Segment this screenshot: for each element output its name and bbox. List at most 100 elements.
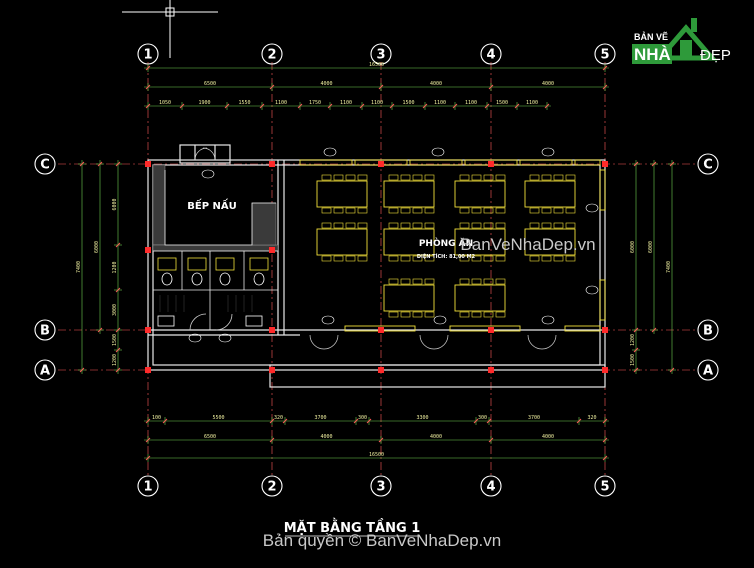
dimension-value: 7400	[76, 261, 82, 273]
grid-bubble-label: 3	[376, 480, 385, 495]
dining-table-set	[524, 222, 576, 262]
grid-bubble: 5	[594, 475, 616, 497]
dimension-value: 1100	[526, 100, 538, 106]
dimension-chain-vertical: 7400	[76, 160, 86, 374]
column-marker	[602, 161, 608, 167]
dimension-value: 6500	[204, 81, 216, 87]
dimension-value: 1200	[630, 334, 636, 346]
grid-bubble: 1	[137, 43, 159, 65]
grid-bubble: A	[34, 359, 56, 381]
dimension-chain-horizontal: 16500	[144, 62, 609, 72]
logo-line1: BẢN VẼ	[634, 31, 668, 42]
dining-tables	[316, 174, 576, 318]
grid-bubble: C	[34, 153, 56, 175]
dimension-value: 6000	[630, 241, 636, 253]
grid-bubble-label: 3	[376, 48, 385, 63]
dining-table-set	[454, 222, 506, 262]
grid-bubble-label: A	[40, 364, 50, 379]
dimension-value: 4000	[320, 81, 332, 87]
cursor-crosshair	[122, 0, 218, 58]
grid-bubble: 2	[261, 43, 283, 65]
exterior-walls	[147, 144, 606, 388]
dimension-value: 5500	[212, 415, 224, 421]
dimension-value: 6500	[204, 434, 216, 440]
dimension-value: 1200	[112, 261, 118, 273]
grid-bubble-label: B	[40, 324, 50, 339]
dimension-value: 1500	[112, 334, 118, 346]
column-marker	[145, 161, 151, 167]
dimension-chain-vertical: 6000 1200 1500	[630, 160, 640, 374]
opening-tags	[188, 147, 599, 343]
column-marker	[488, 327, 494, 333]
grid-bubble-label: B	[703, 324, 713, 339]
dining-table-set	[316, 174, 368, 214]
dimension-value: 1100	[371, 100, 383, 106]
dimension-chain-horizontal: 16500	[144, 452, 609, 462]
dimension-value: 6000	[648, 241, 654, 253]
dimension-value: 16500	[369, 62, 384, 68]
dimension-value: 300	[358, 415, 367, 421]
dining-table-set	[454, 278, 506, 318]
dimension-value: 320	[587, 415, 596, 421]
dining-table-set	[383, 278, 435, 318]
kitchen-door	[194, 147, 216, 161]
dining-table-set	[383, 174, 435, 214]
room-label-dining-area: DIỆN TÍCH: 81,00 M2	[417, 252, 476, 260]
dimension-value: 3700	[314, 415, 326, 421]
dimension-value: 1550	[238, 100, 250, 106]
grid-bubble: 4	[480, 475, 502, 497]
grid-bubble: 1	[137, 475, 159, 497]
grid-bubble-label: 2	[267, 48, 276, 63]
toilet-block	[152, 250, 279, 331]
structural-columns	[145, 161, 608, 373]
dimension-value: 4000	[430, 434, 442, 440]
grid-bubble-label: C	[703, 158, 713, 173]
copyright-watermark: Bản quyền © BanVeNhaDep.vn	[263, 531, 501, 550]
dimension-value: 1050	[159, 100, 171, 106]
room-label-kitchen: BẾP NẤU	[187, 197, 237, 212]
dimension-value: 4000	[430, 81, 442, 87]
grid-bubble: 5	[594, 43, 616, 65]
toilet-floor-hatch	[159, 295, 253, 312]
column-marker	[269, 247, 275, 253]
dimension-value: 6000	[94, 241, 100, 253]
column-marker	[378, 327, 384, 333]
grid-bubble: 4	[480, 43, 502, 65]
column-marker	[269, 161, 275, 167]
dimension-chain-vertical: 6000	[648, 160, 658, 334]
grid-bubble-label: 4	[486, 480, 495, 495]
dimension-value: 3300	[416, 415, 428, 421]
grid-bubbles-left: C B A	[34, 153, 56, 381]
dining-table-set	[316, 222, 368, 262]
watermark-center: BanVeNhaDep.vn	[460, 235, 595, 254]
grid-bubbles-right: C B A	[697, 153, 719, 381]
dimension-chain-vertical: 7400	[666, 160, 676, 374]
dimension-value: 16500	[369, 452, 384, 458]
grid-bubble: B	[697, 319, 719, 341]
column-marker	[602, 367, 608, 373]
drawing-title: MẶT BẰNG TẦNG 1	[284, 518, 421, 536]
grid-bubble-label: A	[703, 364, 713, 379]
column-marker	[145, 247, 151, 253]
dimension-value: 1500	[630, 354, 636, 366]
dimension-value: 1100	[275, 100, 287, 106]
column-marker	[602, 327, 608, 333]
dining-windows-side	[599, 169, 606, 321]
column-marker	[145, 327, 151, 333]
dimension-value: 1100	[465, 100, 477, 106]
column-marker	[269, 367, 275, 373]
column-marker	[488, 367, 494, 373]
grid-bubble-label: 5	[600, 480, 609, 495]
column-marker	[269, 327, 275, 333]
grid-bubbles-top: 1 2 3 4 5	[137, 43, 616, 65]
dimension-value: 4000	[542, 434, 554, 440]
column-marker	[378, 367, 384, 373]
dimension-value: 1900	[198, 100, 210, 106]
